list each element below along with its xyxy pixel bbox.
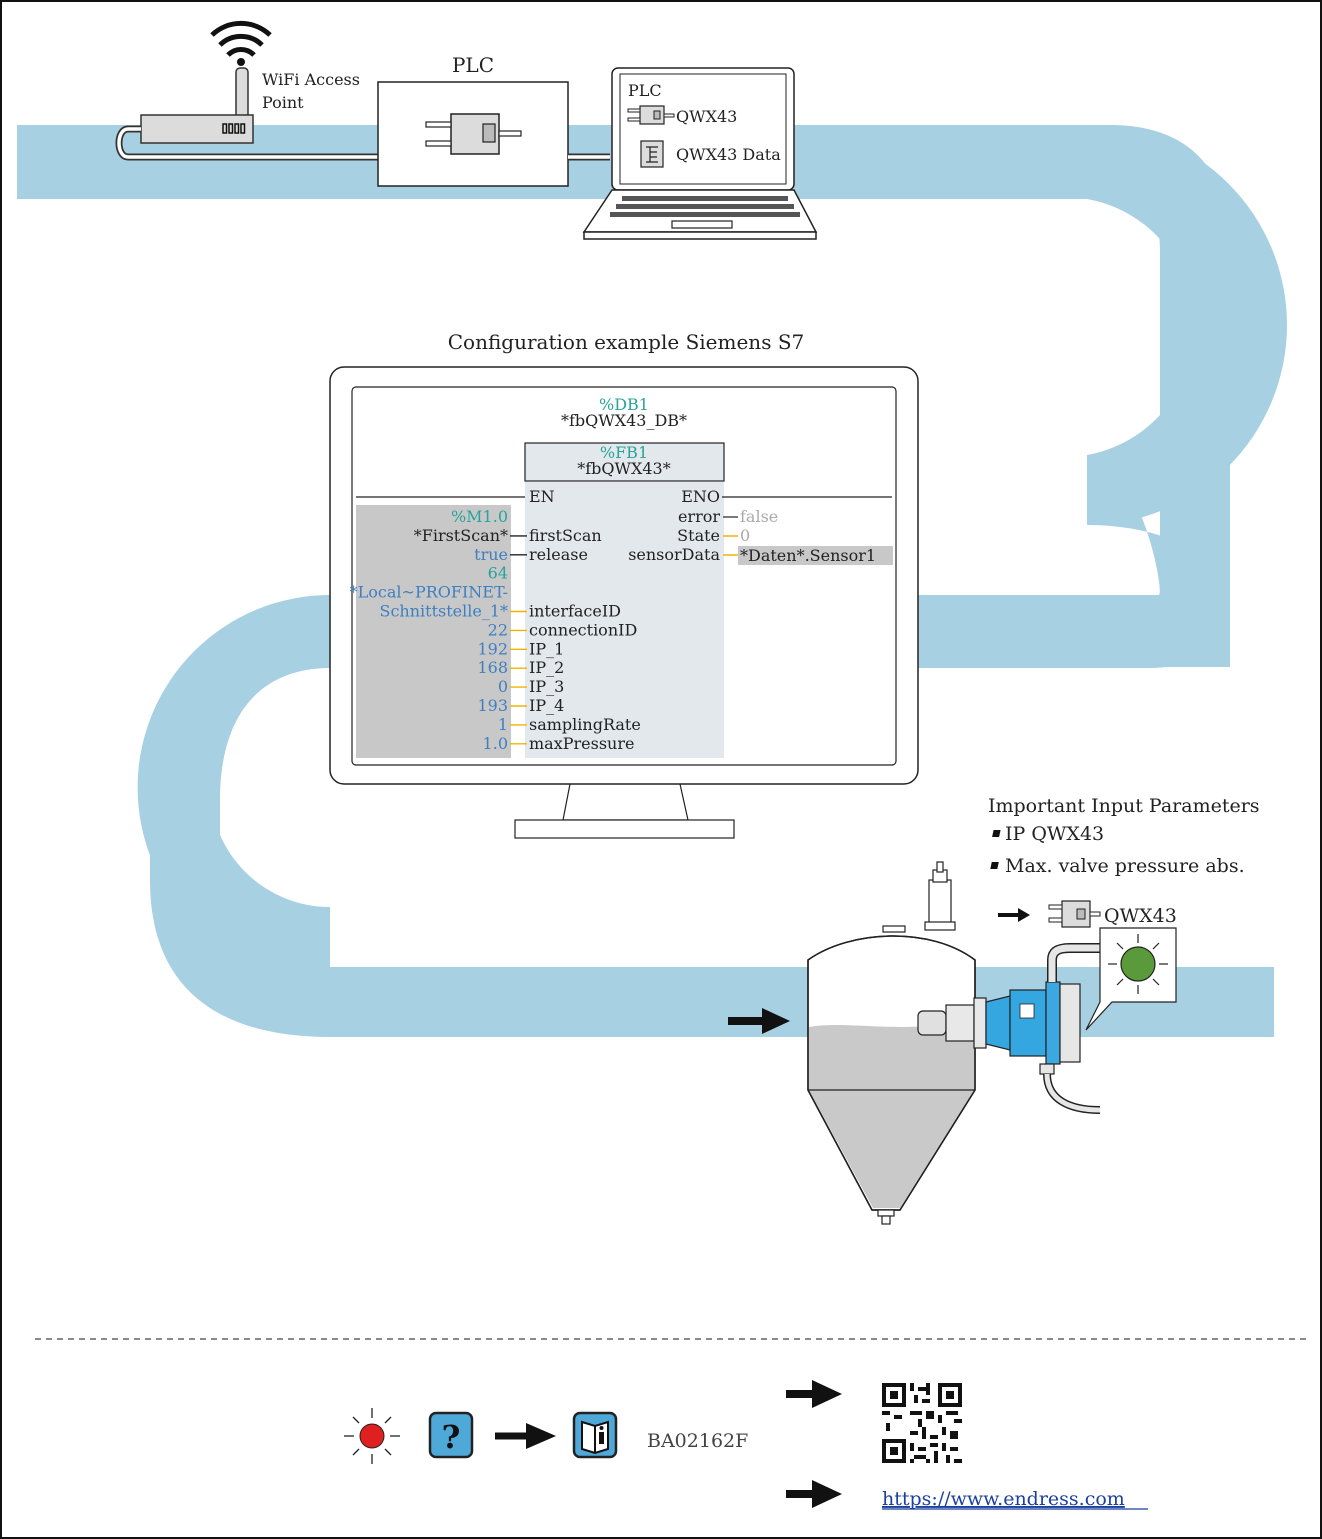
input-param: connectionID bbox=[529, 620, 637, 639]
input-value: true bbox=[474, 545, 508, 564]
website-link[interactable]: https://www.endress.com bbox=[882, 1488, 1125, 1510]
manual-book-icon bbox=[572, 1411, 618, 1459]
fb-name: *fbQWX43* bbox=[577, 459, 670, 478]
input-param: samplingRate bbox=[529, 715, 641, 734]
input-value: 1.0 bbox=[483, 734, 508, 753]
fb-id: %FB1 bbox=[600, 443, 648, 462]
bullet-1 bbox=[992, 830, 1001, 837]
output-value-error: false bbox=[740, 507, 778, 526]
status-led-callout bbox=[1085, 927, 1177, 1031]
laptop-data-label: QWX43 Data bbox=[676, 145, 781, 164]
output-value-state: 0 bbox=[740, 526, 750, 545]
input-value: 22 bbox=[488, 620, 508, 639]
arrow-right-icon bbox=[495, 1423, 556, 1449]
plc-box bbox=[377, 81, 569, 187]
led-green bbox=[1120, 946, 1156, 982]
output-param-sensordata: sensorData bbox=[628, 545, 720, 564]
arrow-right-icon bbox=[728, 1008, 790, 1034]
input-value: 168 bbox=[477, 658, 508, 677]
function-block-body bbox=[525, 482, 724, 758]
en-label: EN bbox=[529, 487, 555, 506]
input-param: IP_2 bbox=[529, 658, 564, 677]
db-id: %DB1 bbox=[599, 395, 649, 414]
help-icon: ? bbox=[428, 1411, 474, 1459]
input-rows: %M1.0*FirstScan* firstScan true release 64*L… bbox=[350, 507, 641, 753]
param-item-2: Max. valve pressure abs. bbox=[1005, 855, 1245, 877]
input-value: 193 bbox=[477, 696, 508, 715]
svg-text:?: ? bbox=[442, 1418, 461, 1456]
input-param: firstScan bbox=[529, 526, 602, 545]
output-value-sensordata: *Daten*.Sensor1 bbox=[740, 546, 876, 565]
device-connector-icon bbox=[425, 113, 522, 155]
arrow-right-icon bbox=[998, 908, 1030, 922]
doc-code: BA02162F bbox=[647, 1430, 748, 1452]
input-value: 0 bbox=[498, 677, 508, 696]
input-value: %M1.0 bbox=[451, 507, 508, 526]
input-param: interfaceID bbox=[529, 602, 621, 621]
input-param: IP_4 bbox=[529, 696, 564, 715]
laptop-plc-label: PLC bbox=[628, 81, 662, 100]
qr-code-icon[interactable] bbox=[882, 1383, 962, 1463]
arrow-right-icon bbox=[786, 1480, 842, 1508]
input-value: Schnittstelle_1* bbox=[380, 602, 509, 621]
params-heading: Important Input Parameters bbox=[988, 795, 1260, 817]
wifi-access-point bbox=[115, 20, 380, 161]
sensordata-field bbox=[738, 546, 893, 565]
input-value: 192 bbox=[477, 639, 508, 658]
input-values-panel bbox=[356, 505, 511, 758]
input-value: *Local~PROFINET- bbox=[350, 583, 508, 602]
arrow-right-icon bbox=[786, 1380, 842, 1408]
input-param: release bbox=[529, 545, 588, 564]
input-param: IP_1 bbox=[529, 639, 564, 658]
function-block-icon bbox=[640, 140, 664, 168]
input-value: 64 bbox=[488, 564, 508, 583]
sensor-icon bbox=[917, 943, 1108, 1114]
bullet-2 bbox=[990, 862, 999, 869]
input-param: IP_3 bbox=[529, 677, 564, 696]
input-value: *FirstScan* bbox=[414, 526, 508, 545]
wifi-label-2: Point bbox=[262, 93, 304, 112]
function-block-header bbox=[524, 442, 725, 482]
warning-led-icon bbox=[344, 1408, 400, 1464]
eno-label: ENO bbox=[681, 487, 720, 506]
param-item-1: IP QWX43 bbox=[1005, 823, 1104, 845]
config-heading: Configuration example Siemens S7 bbox=[448, 330, 805, 354]
params-device: QWX43 bbox=[1104, 905, 1177, 927]
output-param-state: State bbox=[677, 526, 720, 545]
input-value: 1 bbox=[498, 715, 508, 734]
wifi-icon bbox=[218, 33, 264, 47]
db-name: *fbQWX43_DB* bbox=[561, 411, 687, 430]
device-connector-icon bbox=[1048, 900, 1101, 928]
tank-icon bbox=[807, 861, 976, 1225]
plc-title: PLC bbox=[452, 53, 494, 77]
output-param-error: error bbox=[678, 507, 720, 526]
input-param: maxPressure bbox=[529, 734, 634, 753]
laptop-icon bbox=[582, 67, 818, 240]
laptop-qwx-label: QWX43 bbox=[676, 107, 737, 126]
wifi-label-1: WiFi Access bbox=[262, 70, 360, 89]
